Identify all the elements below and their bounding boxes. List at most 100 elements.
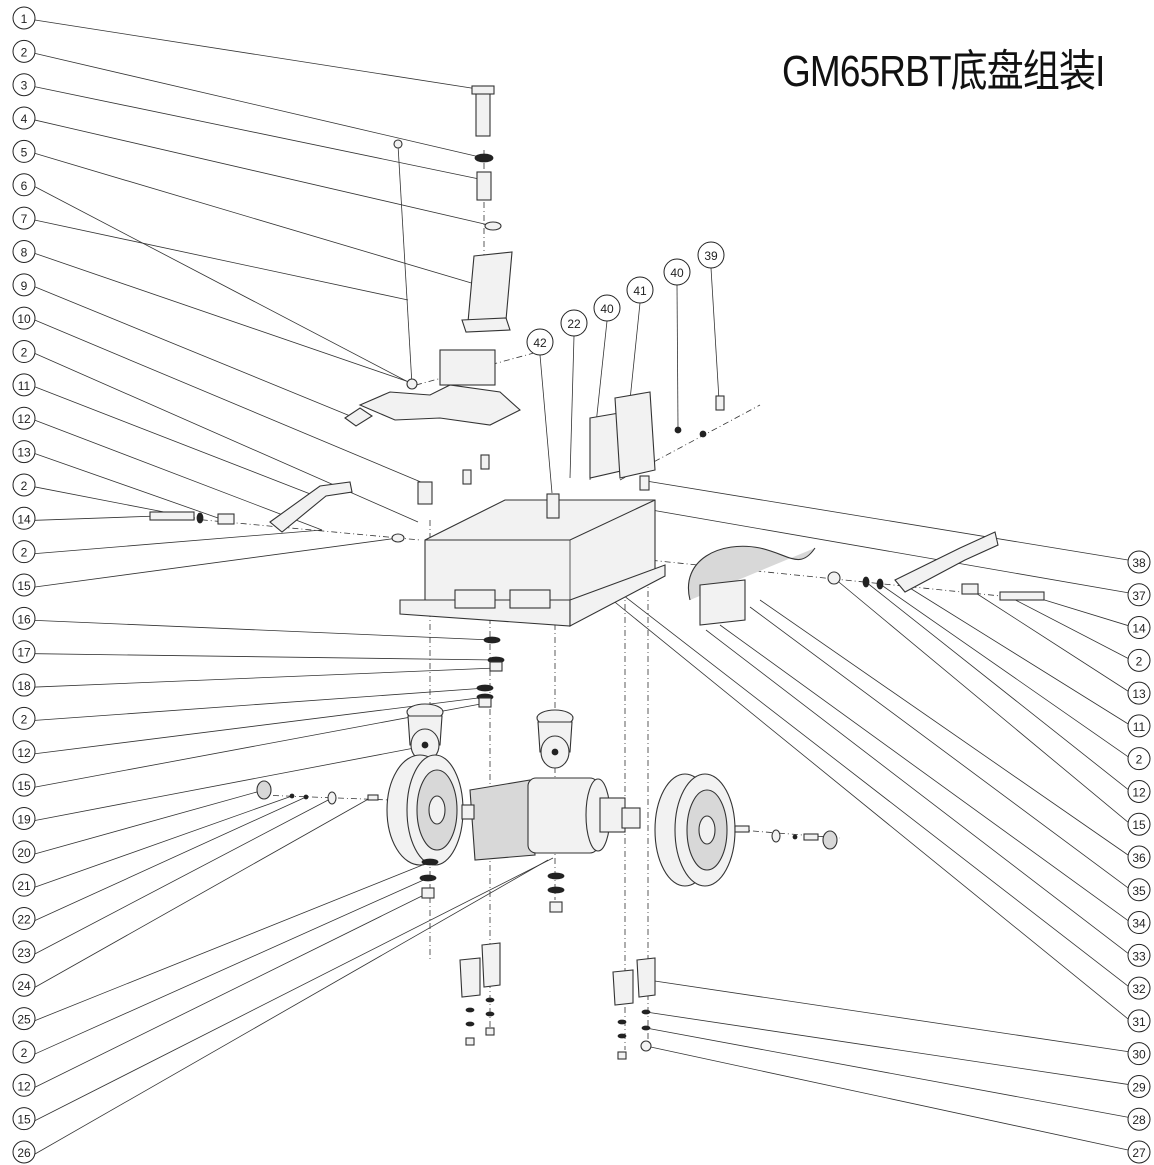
callout-left-3: 3 — [12, 73, 36, 97]
callout-left-24: 24 — [12, 973, 36, 997]
callout-number: 15 — [1132, 818, 1146, 832]
callout-number: 35 — [1132, 884, 1146, 898]
leader-line — [34, 419, 323, 531]
callout-left-15: 15 — [12, 573, 36, 597]
callout-number: 29 — [1132, 1080, 1146, 1094]
leader-line — [833, 577, 1129, 823]
leader-line — [34, 797, 333, 955]
callout-circle — [12, 1007, 36, 1031]
leader-line — [645, 1011, 1129, 1085]
callout-number: 12 — [17, 1079, 31, 1093]
callout-circle — [12, 606, 36, 630]
callout-left-10: 10 — [12, 306, 36, 330]
motor-controller — [699, 579, 746, 626]
callout-number: 2 — [21, 45, 28, 59]
callout-right-31: 31 — [1127, 1009, 1151, 1033]
callout-number: 2 — [21, 346, 28, 360]
callout-number: 38 — [1132, 556, 1146, 570]
callout-number: 15 — [17, 1113, 31, 1127]
callout-number: 7 — [21, 212, 28, 226]
callout-left-23: 23 — [12, 940, 36, 964]
callout-circle — [1127, 1042, 1151, 1066]
callout-number: 12 — [1132, 785, 1146, 799]
callout-circle — [12, 740, 36, 764]
leader-line — [34, 795, 293, 888]
callout-right-12: 12 — [1127, 779, 1151, 803]
callout-circle — [12, 506, 36, 530]
support-brackets — [459, 942, 656, 1006]
leader-line — [865, 581, 1129, 790]
leader-line — [34, 219, 409, 301]
control-rod — [397, 144, 413, 386]
washer — [862, 576, 870, 588]
leader-line — [34, 619, 493, 641]
callout-right-2: 2 — [1127, 648, 1151, 672]
callout-circle — [12, 440, 36, 464]
callout-left-2: 2 — [12, 706, 36, 730]
callout-circle — [12, 1140, 36, 1164]
callout-right-33: 33 — [1127, 943, 1151, 967]
leader-line — [34, 789, 265, 855]
callout-left-18: 18 — [12, 673, 36, 697]
callout-number: 2 — [21, 712, 28, 726]
callout-left-12: 12 — [12, 740, 36, 764]
callout-number: 15 — [17, 579, 31, 593]
frame-slot — [454, 589, 496, 609]
callout-number: 40 — [600, 302, 614, 316]
callout-right-11: 11 — [1127, 714, 1151, 738]
leader-line — [710, 267, 720, 401]
frame-slot — [509, 589, 551, 609]
callout-left-2: 2 — [12, 540, 36, 564]
screw — [462, 469, 472, 485]
leader-line — [34, 286, 361, 421]
callout-number: 37 — [1132, 589, 1146, 603]
callout-number: 21 — [17, 879, 31, 893]
pin — [149, 511, 195, 521]
leader-line — [34, 877, 429, 1055]
washer — [196, 512, 204, 524]
nut — [674, 426, 682, 434]
callout-circle — [12, 806, 36, 830]
callout-circle — [12, 340, 36, 364]
leader-line — [759, 599, 1129, 856]
drive-wheel-left — [386, 754, 464, 866]
callout-number: 6 — [21, 179, 28, 193]
leader-line — [34, 537, 399, 588]
callout-number: 2 — [1136, 753, 1143, 767]
callout-number: 2 — [21, 479, 28, 493]
leader-line — [34, 796, 373, 988]
callout-circle — [12, 373, 36, 397]
callout-number: 23 — [17, 946, 31, 960]
callout-left-2: 2 — [12, 39, 36, 63]
leader-lines — [34, 19, 1129, 1155]
leader-line — [34, 153, 496, 291]
callout-right-34: 34 — [1127, 911, 1151, 935]
callout-circle — [1127, 1107, 1151, 1131]
callout-circle — [1127, 845, 1151, 869]
callout-circle — [1127, 878, 1151, 902]
callout-circle — [1127, 616, 1151, 640]
callout-circle — [1127, 714, 1151, 738]
leader-line — [34, 515, 159, 521]
callout-number: 12 — [17, 412, 31, 426]
leader-line — [1037, 597, 1129, 626]
leader-line — [34, 744, 431, 821]
washer — [483, 636, 501, 644]
tow-lever-right — [894, 531, 999, 593]
callout-circle — [526, 328, 554, 356]
leader-line — [34, 859, 549, 1155]
leader-line — [34, 892, 429, 1088]
callout-circle — [1127, 681, 1151, 705]
screw — [639, 475, 650, 491]
callout-number: 14 — [17, 512, 31, 526]
callout-number: 20 — [17, 846, 31, 860]
bushing — [961, 583, 979, 595]
callout-circle — [12, 239, 36, 263]
callout-number: 8 — [21, 245, 28, 259]
callout-left-15: 15 — [12, 773, 36, 797]
bracket — [467, 251, 513, 323]
nut — [478, 697, 492, 708]
callout-circle — [1127, 976, 1151, 1000]
callout-circle — [663, 258, 691, 286]
callout-number: 18 — [17, 679, 31, 693]
